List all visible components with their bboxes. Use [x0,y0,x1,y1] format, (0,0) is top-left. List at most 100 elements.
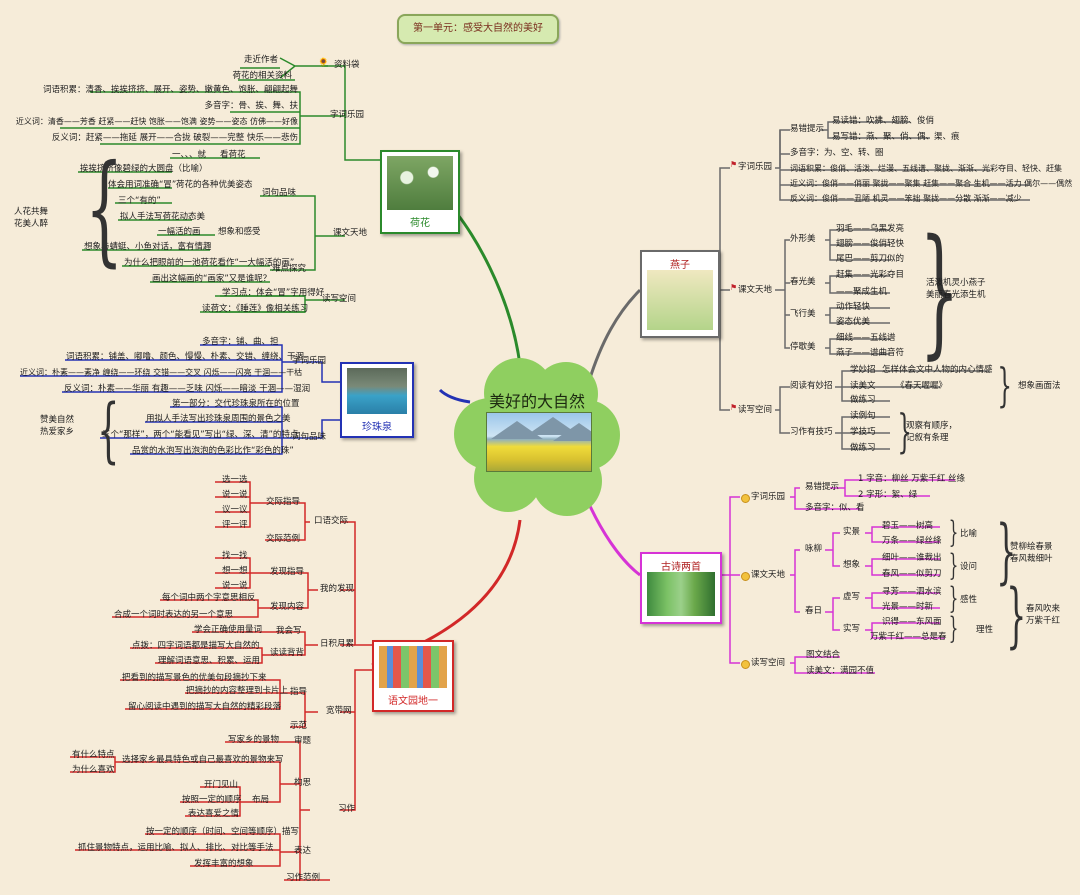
lotus-b3-c2[interactable]: 难点探究 [272,264,307,274]
poem-b3-item: 图文结合 [806,650,841,660]
swallow-b2-item: 赶集——光彩夺目 [836,270,905,280]
swallow-b1-item: 近义词：俊俏——俏丽 聚拢——聚集 赶集——聚合 生机——活力 偶尔——偶然 [790,179,1073,188]
garden-b3[interactable]: 日积月累 [320,639,355,649]
spring-summary: 热爱家乡 [40,427,75,437]
swallow-summary: 美丽春光添生机 [926,290,986,300]
poem-b2-item: 细叶——谁裁出 [882,553,942,563]
spring-summary: 赞美自然 [40,415,75,425]
poem-b2[interactable]: 课文天地 [751,570,786,580]
garden-b5-c2[interactable]: 构思 [294,778,312,788]
poem-b2-c1b[interactable]: 想象 [843,560,861,570]
swallow-b3-c1[interactable]: 阅读有妙招 [790,381,833,391]
swallow-b1-c1[interactable]: 易错提示 [790,124,825,134]
branch-spring [438,388,471,404]
poem-brace: } [948,548,959,583]
garden-b3-c1[interactable]: 我会写 [276,626,302,636]
poem-tag: 设问 [960,562,978,572]
swallow-b2-c[interactable]: 飞行美 [790,309,816,319]
garden-b5[interactable]: 习作 [338,804,356,814]
garden-b4-item: 留心阅读中遇到的描写大自然的精彩段落 [128,702,282,712]
garden-b3-c2[interactable]: 读读背背 [270,648,305,658]
poem-b2-item: 识得——东风面 [882,617,942,627]
garden-b2-c1[interactable]: 发现指导 [270,567,305,577]
garden-b1-c2[interactable]: 交际范例 [266,534,301,544]
garden-b1-item: 议一议 [222,505,248,515]
garden-b5-item: 布局 [252,795,270,805]
lotus-b2-item: 近义词：清香——芳香 赶紧——赶快 饱胀——饱满 姿势——姿态 仿佛——好像 [15,117,298,126]
swallow-b2-c[interactable]: 春光美 [790,277,816,287]
lotus-b3[interactable]: 课文天地 [333,228,368,238]
swallow-b2-c[interactable]: 外形美 [790,234,816,244]
poem-b2-c2a[interactable]: 虚写 [843,592,861,602]
swallow-b2-item: 羽毛——乌黑发亮 [836,224,905,234]
topic-lotus[interactable]: 荷花 [380,150,460,234]
garden-b2[interactable]: 我的发现 [320,584,355,594]
poem-b2-c1a[interactable]: 实景 [843,527,861,537]
garden-b5-c4[interactable]: 习作范例 [286,873,321,883]
swallow-b3-c2[interactable]: 习作有技巧 [790,427,833,437]
topic-pearl-spring[interactable]: 珍珠泉 [340,362,414,438]
poem-b3[interactable]: 读写空间 [751,658,786,668]
swallow-brace: } [919,210,960,373]
topic-chinese-garden[interactable]: 语文园地一 [372,640,454,712]
bulb-icon [741,660,750,669]
topic-swallow[interactable]: 燕子 [640,250,720,338]
swallow-b2[interactable]: 课文天地 [738,285,773,295]
spring-b1-item: 多音字：铺、曲、担 [202,337,279,347]
lotus-c2-item: 画出这幅画的“画家”又是谁呢？ [152,274,272,284]
spring-b2[interactable]: 词句品味 [292,432,327,442]
poem-b2-item: 万紫千红——总是春 [870,632,947,642]
garden-b2-c2[interactable]: 发现内容 [270,602,305,612]
poem-b1-c2: 多音字：似、看 [805,503,865,513]
swallow-b2-c[interactable]: 停歇美 [790,342,816,352]
garden-b4[interactable]: 宽带网 [326,706,352,716]
lotus-b1[interactable]: 资料袋 [334,60,360,70]
poem-b2-c2[interactable]: 春日 [805,606,823,616]
poem-tag: 理性 [976,625,994,635]
spring-b1[interactable]: 字词乐园 [292,356,327,366]
lotus-summary: 花美人醉 [14,219,49,229]
bulb-icon [741,494,750,503]
garden-b5-item: 抓住景物特点，运用比喻、拟人、排比、对比等手法 [78,843,274,853]
topic-ancient-poems[interactable]: 古诗两首 [640,552,722,624]
poem-label: 古诗两首 [661,562,701,573]
central-topic[interactable]: 美好的大自然 [454,358,620,518]
lotus-b4-item: 学习点：体会“冒”字用得好 [222,288,325,298]
poem-b1-c1[interactable]: 易错提示 [805,482,840,492]
lotus-b2[interactable]: 字词乐园 [330,110,365,120]
lotus-b4[interactable]: 读写空间 [322,294,357,304]
spring-b1-item: 近义词：朴素——素净 缠绕——环绕 交错——交叉 闪烁——闪亮 干涸——干枯 [20,368,303,377]
poem-brace: } [996,510,1017,592]
garden-b5-c3[interactable]: 表达 [294,846,312,856]
lotus-c1-item: 拟人手法写荷花动态美 [120,212,206,222]
lotus-b1-item: 荷花的相关资料 [232,71,292,81]
poem-b2-item: 万条——绿丝绦 [882,536,942,546]
poem-summary: 春风吹来 [1026,604,1061,614]
poem-b2-item: 寻芳——泗水滨 [882,587,942,597]
garden-b5-item: 写家乡的景物 [228,735,280,745]
garden-b3-item: 理解词语意思、积累、运用 [158,656,261,666]
garden-b1[interactable]: 口语交际 [314,516,349,526]
flag-icon: ⚑ [730,283,738,292]
garden-b5-item: 按照一定的顺序 [182,795,242,805]
garden-b4-c1[interactable]: 指导 [290,687,308,697]
poem-b1[interactable]: 字词乐园 [751,492,786,502]
lotus-b3-c1[interactable]: 词句品味 [262,188,297,198]
swallow-b3[interactable]: 读写空间 [738,405,773,415]
spring-b1-item: 词语积累：铺盖、嘟噜、颜色、慢慢、朴素、交错、缠绕、干涸 [66,352,305,362]
lotus-c2-item: 为什么把眼前的一池荷花看作“一大幅活的画” [124,258,295,268]
lotus-image [387,156,453,210]
swallow-b1[interactable]: 字词乐园 [738,162,773,172]
swallow-b3-item: 做练习 [850,443,876,453]
swallow-b3-item: 怎样体会文中人物的内心情感 [882,365,993,375]
spring-b1-item: 反义词：朴素——华丽 有趣——乏味 闪烁——暗淡 干涸——湿润 [64,384,311,394]
swallow-b2-item: 姿态优美 [836,317,871,327]
garden-b1-c1[interactable]: 交际指导 [266,497,301,507]
flag-icon: ⚑ [730,403,738,412]
swallow-b3-brace: } [897,404,912,458]
poem-brace: } [948,611,959,646]
poem-b2-c2b[interactable]: 实写 [843,624,861,634]
poem-b2-c1[interactable]: 咏柳 [805,544,823,554]
garden-b5-c1[interactable]: 审题 [294,736,312,746]
garden-b4-c2[interactable]: 示范 [290,721,308,731]
